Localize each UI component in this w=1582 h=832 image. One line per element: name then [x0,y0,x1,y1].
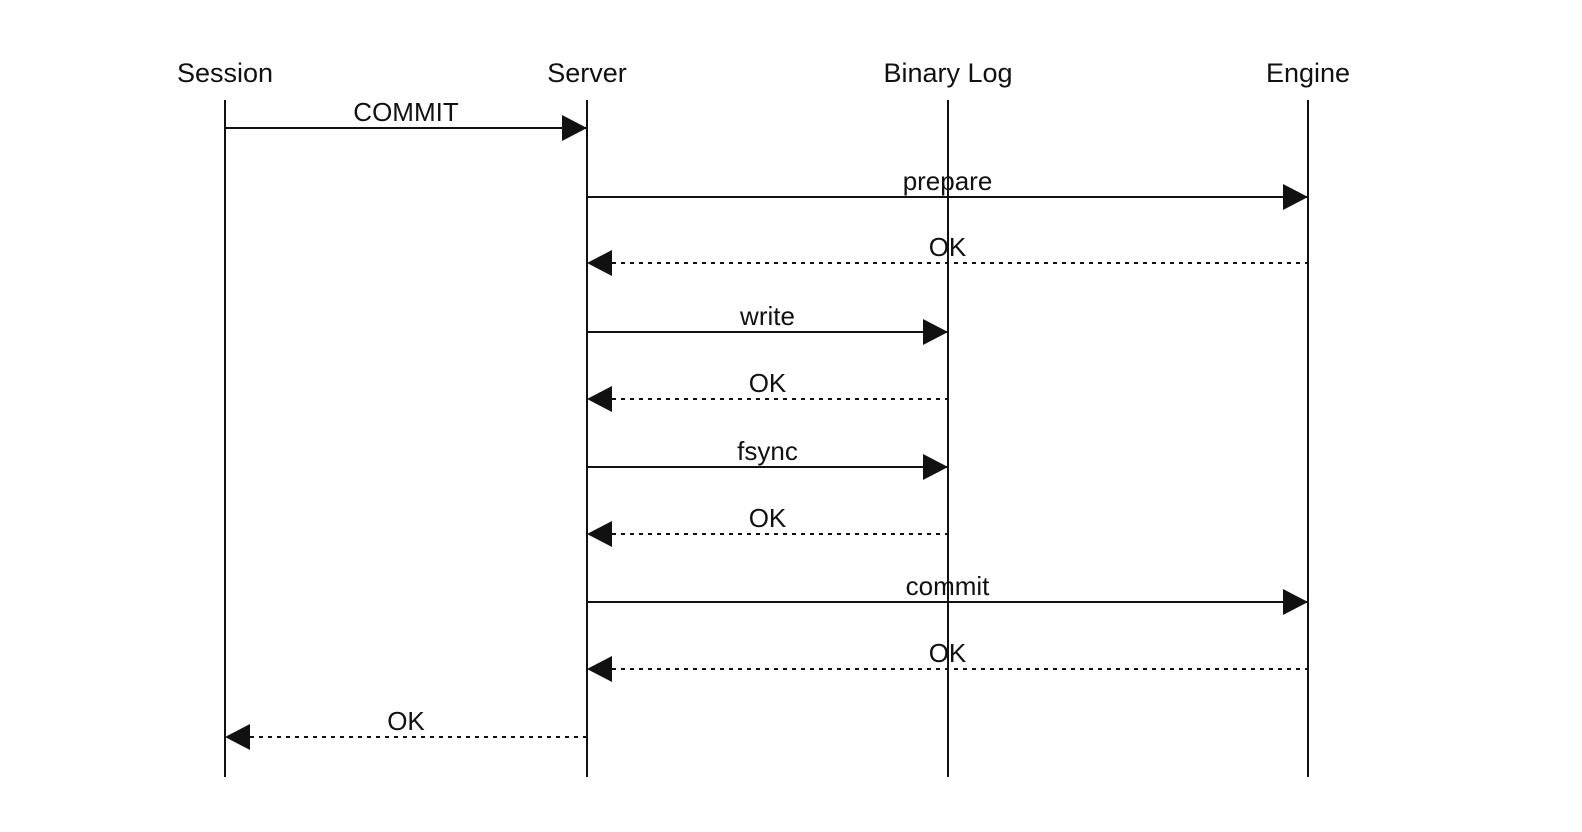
message-line [250,736,587,738]
message-line [612,668,1308,670]
lifeline [586,100,588,777]
message-label: fsync [737,436,798,466]
message-label: commit [905,571,990,601]
lifeline [224,100,226,777]
message-line [225,127,587,129]
arrowhead-icon [587,521,612,547]
arrowhead-icon [587,386,612,412]
arrowhead-icon [225,724,250,750]
message-line [587,601,1308,603]
lifeline [947,100,949,777]
actor-label: Server [547,58,627,88]
message-label: OK [928,232,967,262]
arrowhead-icon [562,115,587,141]
message-line [612,262,1308,264]
message-line [587,466,948,468]
message-line [612,398,948,400]
message-label: OK [928,638,967,668]
message-label: OK [387,706,425,736]
message-line [612,533,948,535]
arrowhead-icon [1283,184,1308,210]
arrowhead-icon [923,319,948,345]
message-line [587,331,948,333]
arrowhead-icon [587,656,612,682]
arrowhead-icon [587,250,612,276]
lifeline [1307,100,1309,777]
message-label: OK [748,503,787,533]
message-label: write [740,301,795,331]
actor-label: Engine [1265,58,1351,88]
message-label: OK [748,368,787,398]
actor-label: Session [176,58,274,88]
message-label: COMMIT [353,97,459,127]
arrowhead-icon [923,454,948,480]
message-label: prepare [902,166,993,196]
arrowhead-icon [1283,589,1308,615]
message-line [587,196,1308,198]
actor-label: Binary Log [883,58,1013,88]
